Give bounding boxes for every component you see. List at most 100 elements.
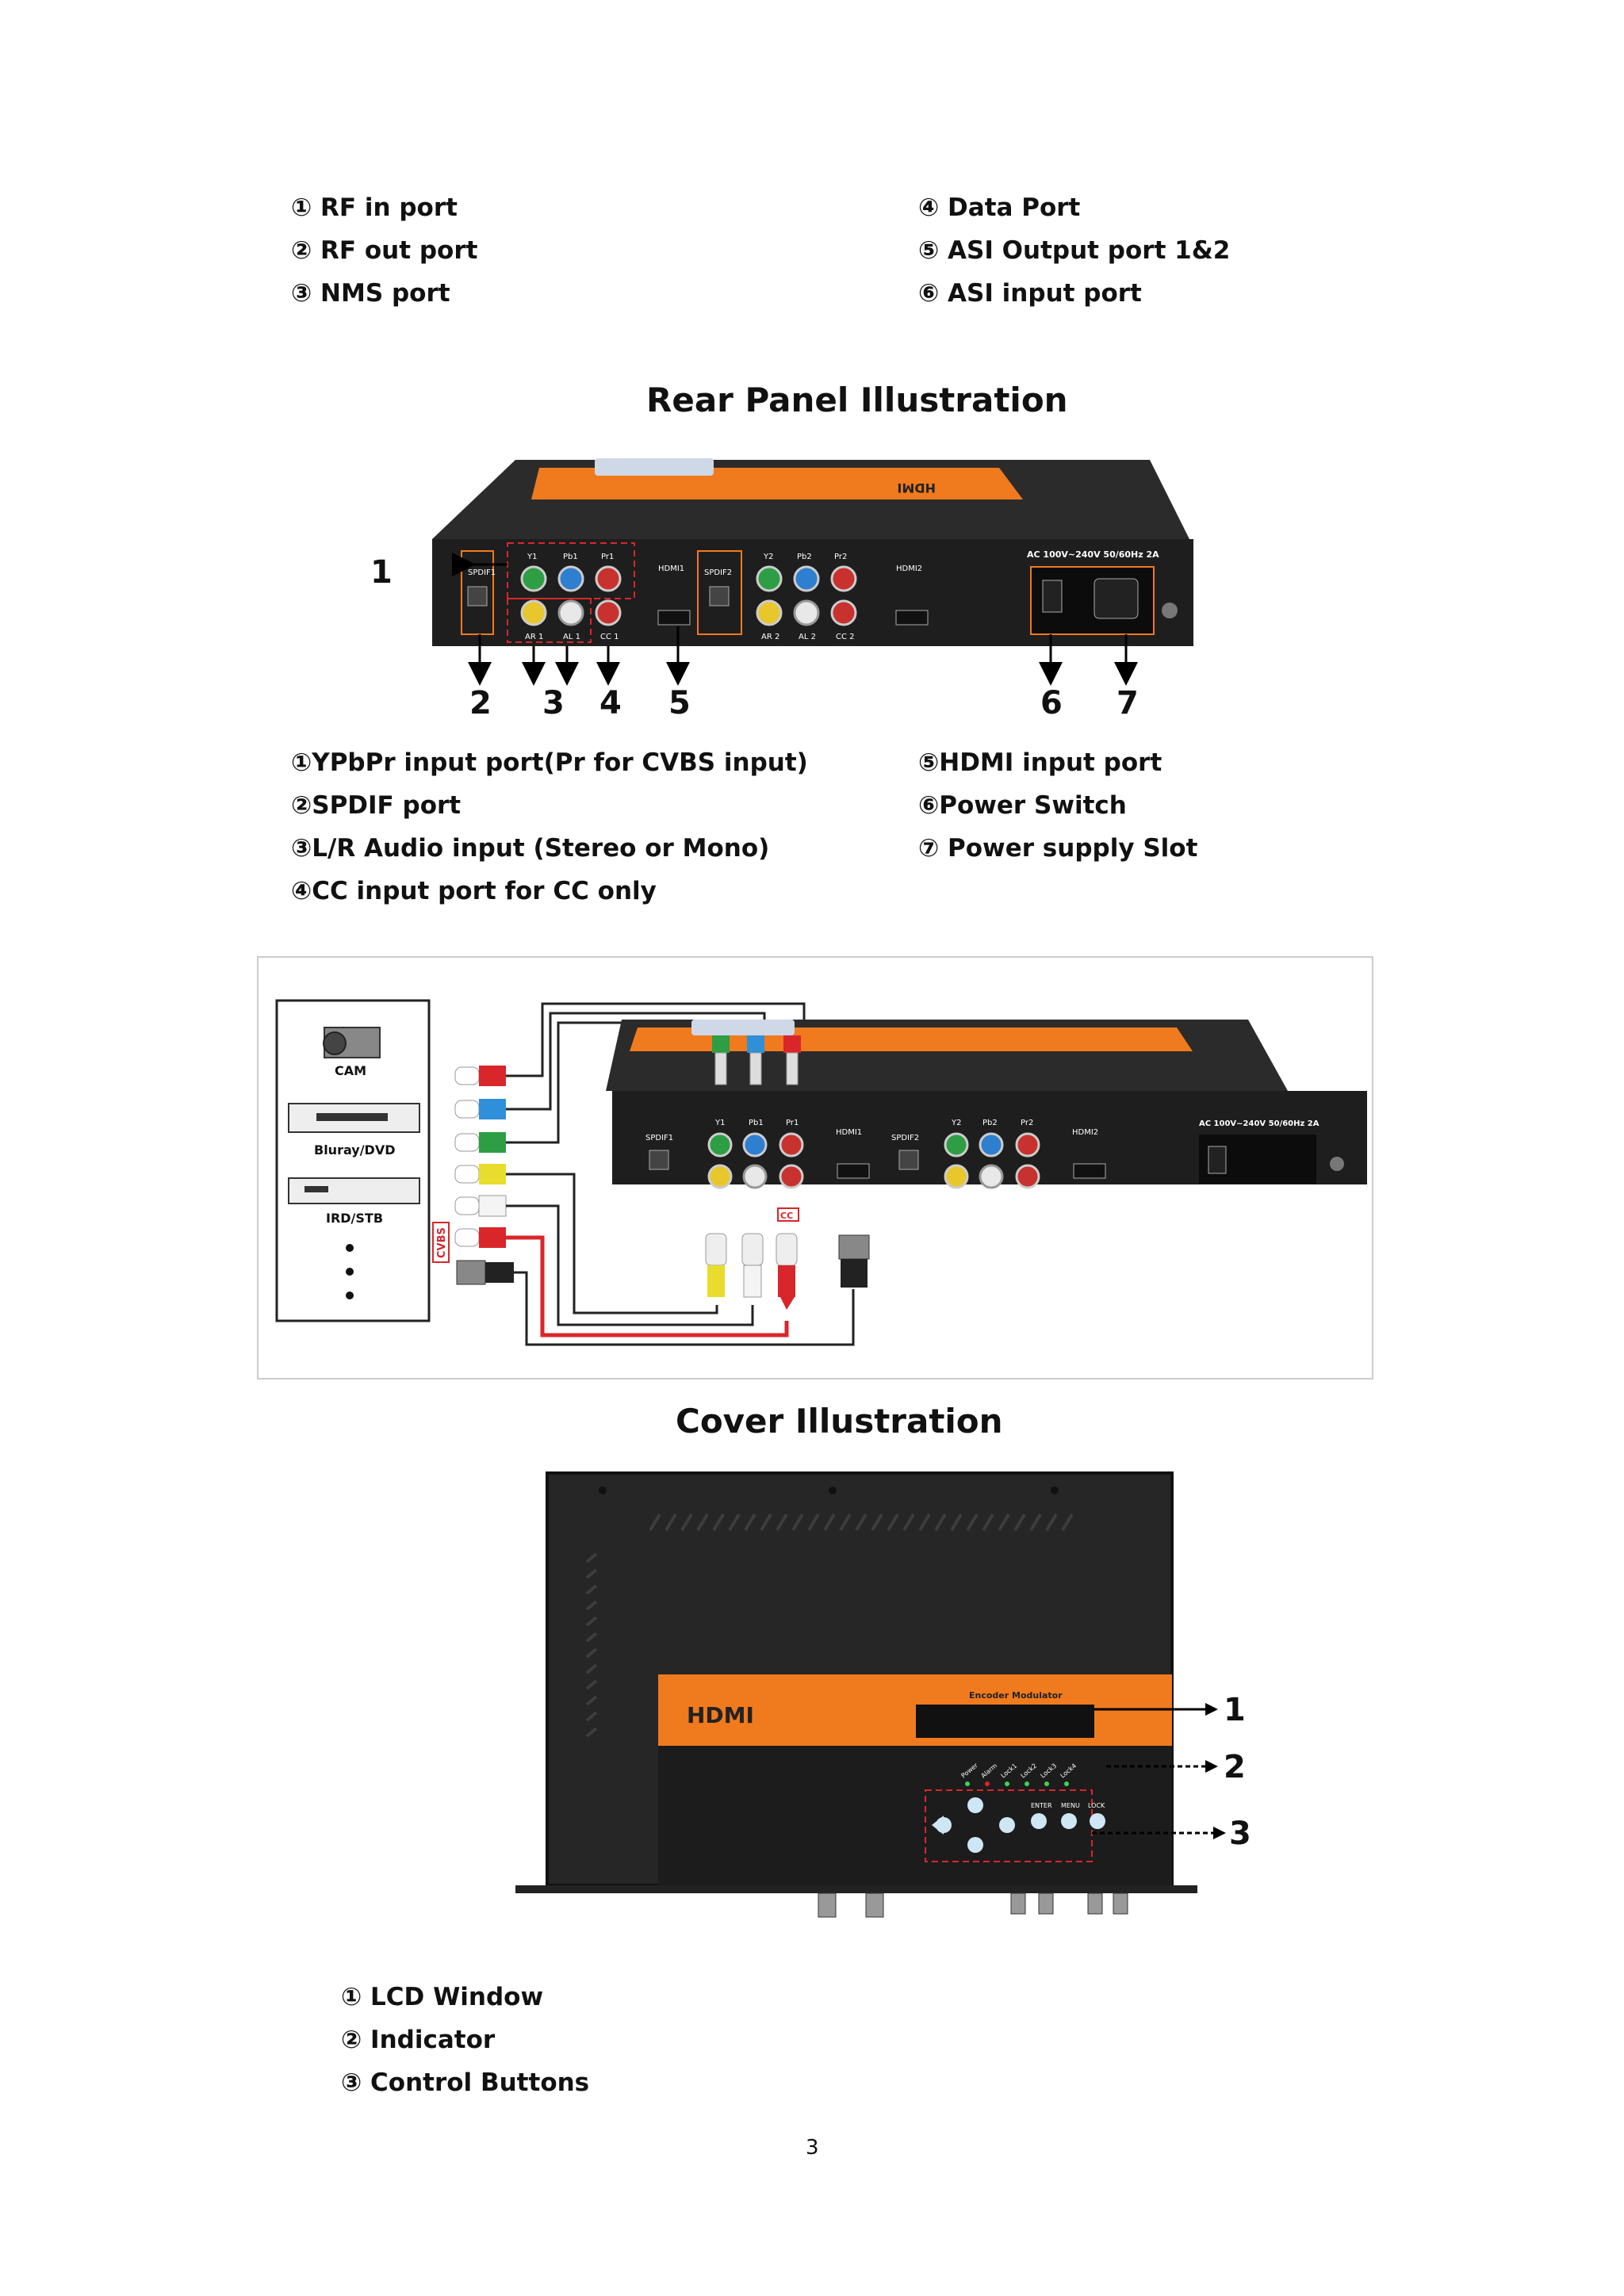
diag-pb1-label: Pb1 <box>749 1119 764 1127</box>
spdif2-label: SPDIF2 <box>704 568 732 577</box>
plug-green-left <box>454 1132 506 1153</box>
cc1-label: CC 1 <box>600 633 619 641</box>
y1-label: Y1 <box>527 553 537 561</box>
top-list-item-1: ① RF in port <box>291 193 458 222</box>
rear-list-item-4: ④CC input port for CC only <box>291 877 657 905</box>
rear-callout-7: 7 <box>1116 685 1139 721</box>
diag-al1-label: AL 1 <box>745 1189 763 1198</box>
ar1-jack <box>520 599 547 626</box>
al2-label: AL 2 <box>799 633 816 641</box>
ar2-label: AR 2 <box>761 633 779 641</box>
indicator-led <box>965 1781 970 1786</box>
cover-list-item-2: ② Indicator <box>341 2026 496 2054</box>
top-list-item-5: ⑤ ASI Output port 1&2 <box>918 236 1231 265</box>
rear-panel-heading: Rear Panel Illustration <box>646 381 1068 419</box>
front-lcd <box>595 458 714 476</box>
hdmi1-port <box>657 610 691 626</box>
pr2-label: Pr2 <box>834 553 847 561</box>
enter-label: ENTER <box>1031 1802 1052 1809</box>
plug-red-cvbs-left <box>454 1227 506 1248</box>
plug-yellow-left <box>454 1164 506 1184</box>
right-arrow-button[interactable] <box>999 1817 1015 1833</box>
cover-product-name: Encoder Modulator <box>969 1690 1063 1701</box>
y1-jack <box>520 565 547 592</box>
al1-label: AL 1 <box>563 633 580 641</box>
rear-list-item-6: ⑥Power Switch <box>918 791 1127 820</box>
top-list-item-3: ③ NMS port <box>291 279 450 308</box>
enter-button[interactable] <box>1031 1813 1047 1829</box>
ar1-label: AR 1 <box>525 633 543 641</box>
rear-callout-1: 1 <box>370 554 393 591</box>
diag-hdmi2-label: HDMI2 <box>1072 1128 1098 1137</box>
diag-pr1-label: Pr1 <box>786 1119 799 1127</box>
diag-spdif2-label: SPDIF2 <box>891 1134 919 1142</box>
plug-blue-left <box>454 1099 506 1119</box>
rear-list-item-3: ③L/R Audio input (Stereo or Mono) <box>291 834 770 863</box>
cover-callout-1: 1 <box>1224 1692 1246 1728</box>
cover-illustration: HDMI Encoder Modulator Power Alarm Lock1… <box>515 1471 1251 1918</box>
callout-box-1 <box>507 542 635 599</box>
page-number: 3 <box>806 2136 819 2160</box>
diag-spdif1-label: SPDIF1 <box>645 1134 673 1142</box>
cover-list-item-3: ③ Control Buttons <box>341 2068 590 2097</box>
cover-brand: HDMI <box>687 1702 754 1728</box>
diag-al2-label: AL 2 <box>982 1189 999 1198</box>
al1-jack <box>557 599 584 626</box>
cover-heading: Cover Illustration <box>676 1402 1003 1441</box>
set-top-box-icon <box>288 1177 420 1204</box>
rear-callout-3: 3 <box>542 685 565 721</box>
diag-cc2-label: CC 2 <box>1018 1189 1037 1198</box>
rear-list-item-5: ⑤HDMI input port <box>918 748 1162 777</box>
down-arrow-button[interactable] <box>967 1837 983 1853</box>
diag-pr2-label: Pr2 <box>1021 1119 1033 1127</box>
diag-y2-label: Y2 <box>951 1119 961 1127</box>
menu-label: MENU <box>1061 1802 1080 1809</box>
top-list-item-2: ② RF out port <box>291 236 478 265</box>
power-socket <box>1094 578 1139 619</box>
diag-ar1-label: AR 1 <box>707 1189 726 1198</box>
diag-pb2-label: Pb2 <box>982 1119 998 1127</box>
cover-callout-2: 2 <box>1224 1749 1246 1785</box>
diag-cc1-label: CC 1 <box>782 1189 801 1198</box>
ground-screw <box>1162 603 1178 618</box>
dvd-player-icon <box>288 1103 420 1133</box>
pb1-label: Pb1 <box>563 553 578 561</box>
rear-callout-6: 6 <box>1040 685 1063 721</box>
lock-button[interactable] <box>1090 1813 1105 1829</box>
top-list-item-6: ⑥ ASI input port <box>918 279 1142 308</box>
power-switch <box>1042 580 1063 613</box>
power-rating-label: AC 100V~240V 50/60Hz 2A <box>1027 549 1159 560</box>
rear-callout-2: 2 <box>469 685 492 721</box>
device-cam-label: CAM <box>335 1063 366 1078</box>
rear-list-item-1: ①YPbPr input port(Pr for CVBS input) <box>291 748 808 777</box>
cc2-label: CC 2 <box>836 633 855 641</box>
pb2-label: Pb2 <box>797 553 812 561</box>
pr1-jack <box>595 565 622 592</box>
callout-box-3 <box>507 598 592 643</box>
plug-hdmi-left <box>456 1260 514 1285</box>
pb1-jack <box>557 565 584 592</box>
lcd-window <box>916 1705 1094 1738</box>
connection-diagram: CAM Bluray/DVD IRD/STB CVBS SPDIF1 Y1 Pb… <box>257 956 1373 1380</box>
cc1-jack <box>595 599 622 626</box>
lid-brand-text: HDMI <box>897 480 936 496</box>
lock-label: LOCK <box>1088 1802 1105 1809</box>
diag-y1-label: Y1 <box>714 1119 725 1127</box>
cover-callout-3: 3 <box>1229 1816 1251 1852</box>
pr1-label: Pr1 <box>601 553 614 561</box>
hdmi2-label: HDMI2 <box>896 564 922 573</box>
hdmi2-port <box>895 610 929 626</box>
rear-callout-4: 4 <box>599 685 622 721</box>
up-arrow-button[interactable] <box>967 1797 983 1813</box>
cvbs-tag: CVBS <box>436 1227 448 1258</box>
camera-icon <box>323 1027 381 1058</box>
device-bluray-label: Bluray/DVD <box>314 1142 395 1158</box>
cc-tag: CC <box>780 1211 793 1221</box>
cvbs-cable <box>506 1235 789 1337</box>
cover-list-item-1: ① LCD Window <box>341 1983 544 2011</box>
left-arrow-button[interactable] <box>936 1817 952 1833</box>
y2-label: Y2 <box>763 553 773 561</box>
rear-callout-5: 5 <box>668 685 691 721</box>
plug-red-left <box>454 1066 506 1086</box>
menu-button[interactable] <box>1061 1813 1077 1829</box>
